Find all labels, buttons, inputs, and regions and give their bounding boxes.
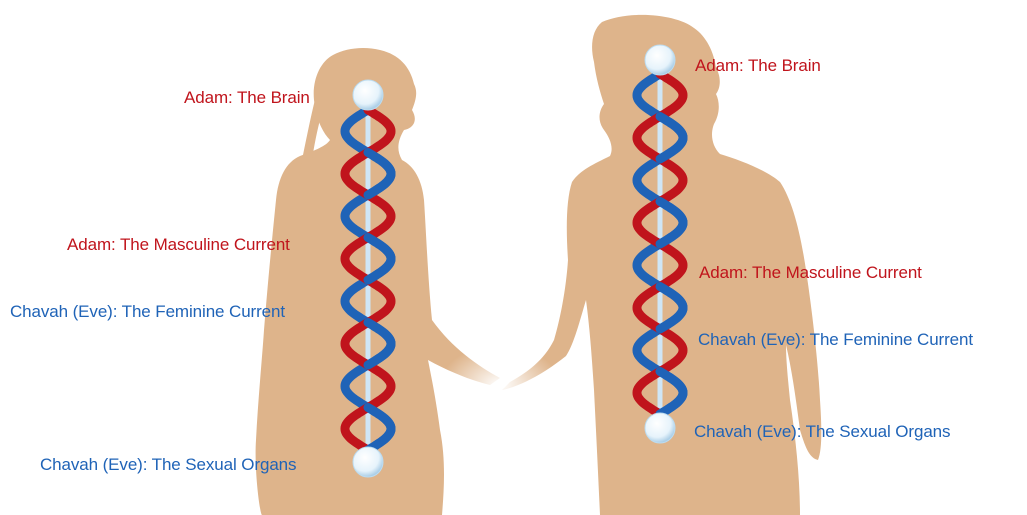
woman-sexual-node — [353, 447, 383, 477]
woman-masculine-current-label: Adam: The Masculine Current — [67, 235, 290, 255]
woman-brain-label: Adam: The Brain — [184, 88, 310, 108]
woman-feminine-current-label: Chavah (Eve): The Feminine Current — [10, 302, 285, 322]
woman-brain-node — [353, 80, 383, 110]
woman-sexual-organs-label: Chavah (Eve): The Sexual Organs — [40, 455, 296, 475]
man-sexual-organs-label: Chavah (Eve): The Sexual Organs — [694, 422, 950, 442]
hands-glow — [440, 345, 560, 425]
man-masculine-current-label: Adam: The Masculine Current — [699, 263, 922, 283]
man-sexual-node — [645, 413, 675, 443]
man-brain-node — [645, 45, 675, 75]
man-feminine-current-label: Chavah (Eve): The Feminine Current — [698, 330, 973, 350]
man-brain-label: Adam: The Brain — [695, 56, 821, 76]
